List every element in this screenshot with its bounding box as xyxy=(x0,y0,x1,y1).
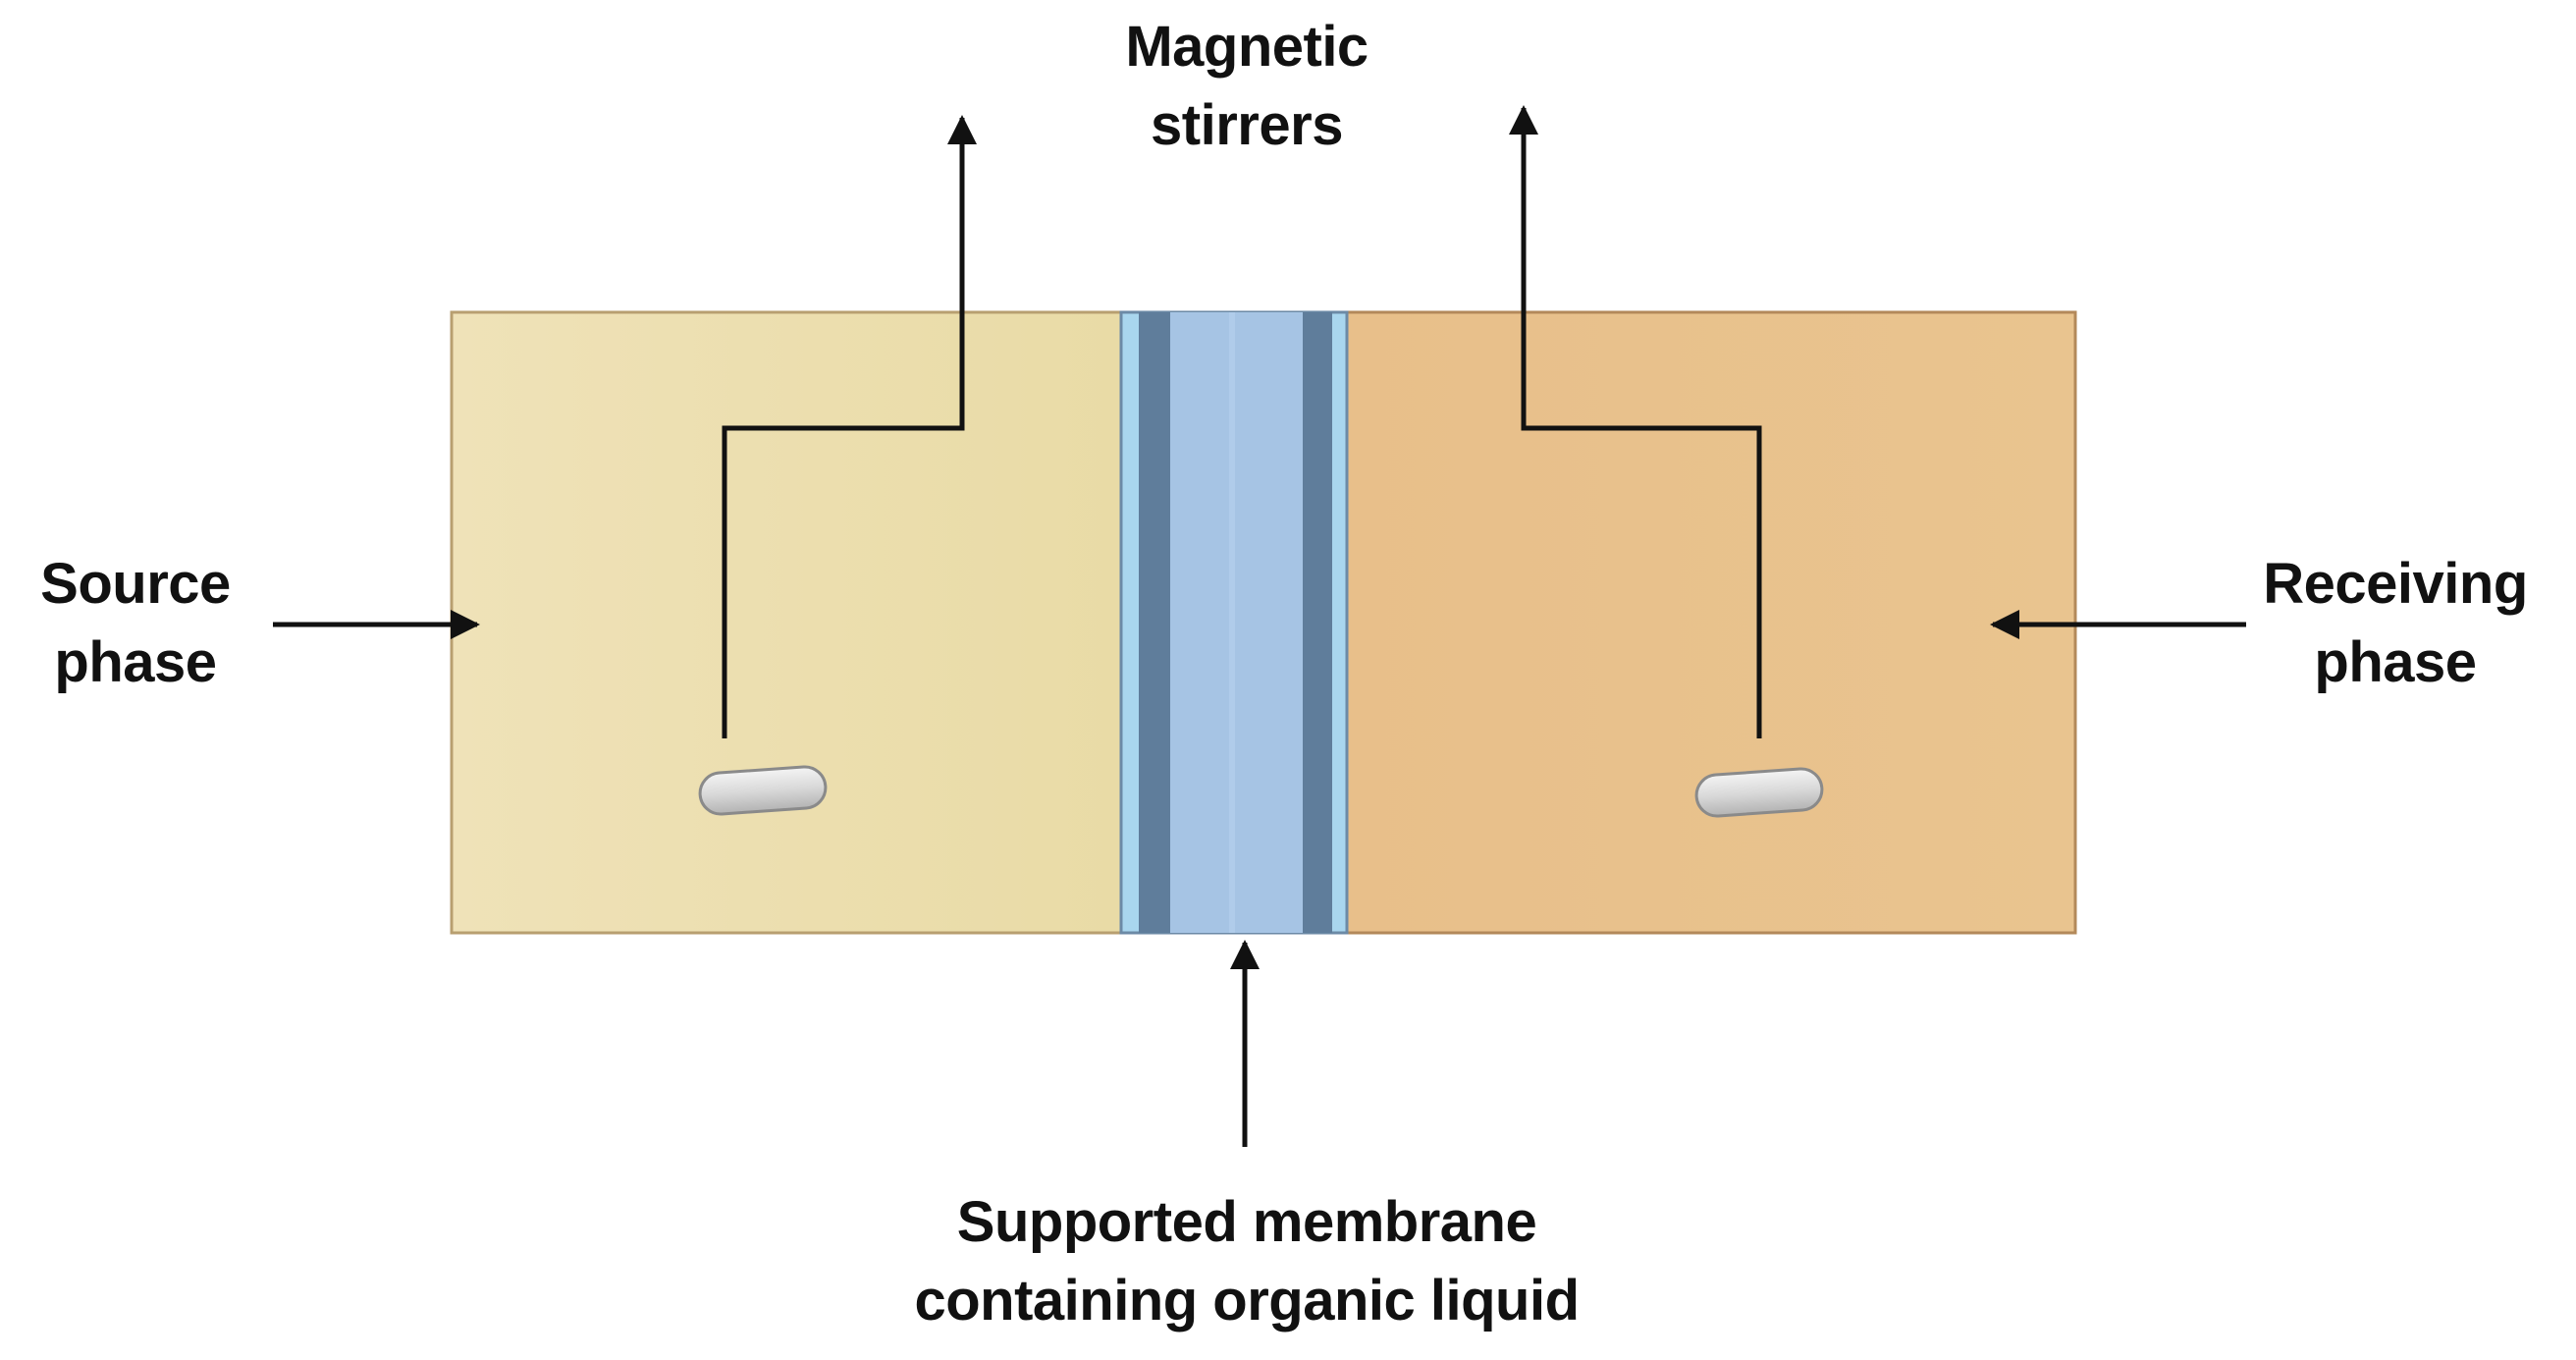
supported-membrane-label: Supported membrane containing organic li… xyxy=(844,1183,1649,1340)
right-stir-bar xyxy=(1694,767,1824,818)
source-phase-label-line2: phase xyxy=(54,630,217,694)
supported-membrane-label-line1: Supported membrane xyxy=(956,1190,1537,1254)
receiving-phase-compartment xyxy=(1345,310,2077,935)
receiving-phase-label-line1: Receiving xyxy=(2263,552,2528,616)
supported-membrane-label-line2: containing organic liquid xyxy=(914,1269,1580,1333)
magnetic-stirrers-label: Magnetic stirrers xyxy=(982,8,1512,165)
source-phase-compartment xyxy=(450,310,1123,935)
source-phase-label: Source phase xyxy=(18,545,253,702)
magnetic-stirrers-label-line1: Magnetic xyxy=(1125,15,1368,79)
receiving-phase-label-line2: phase xyxy=(2314,630,2477,694)
left-stirrer-pointer xyxy=(722,115,977,738)
supported-membrane xyxy=(1119,310,1349,935)
receiving-phase-label: Receiving phase xyxy=(2228,545,2562,702)
source-phase-label-line1: Source xyxy=(40,552,231,616)
right-stirrer-pointer xyxy=(1509,105,1762,738)
magnetic-stirrers-label-line2: stirrers xyxy=(1151,93,1343,157)
left-stir-bar xyxy=(698,765,828,816)
